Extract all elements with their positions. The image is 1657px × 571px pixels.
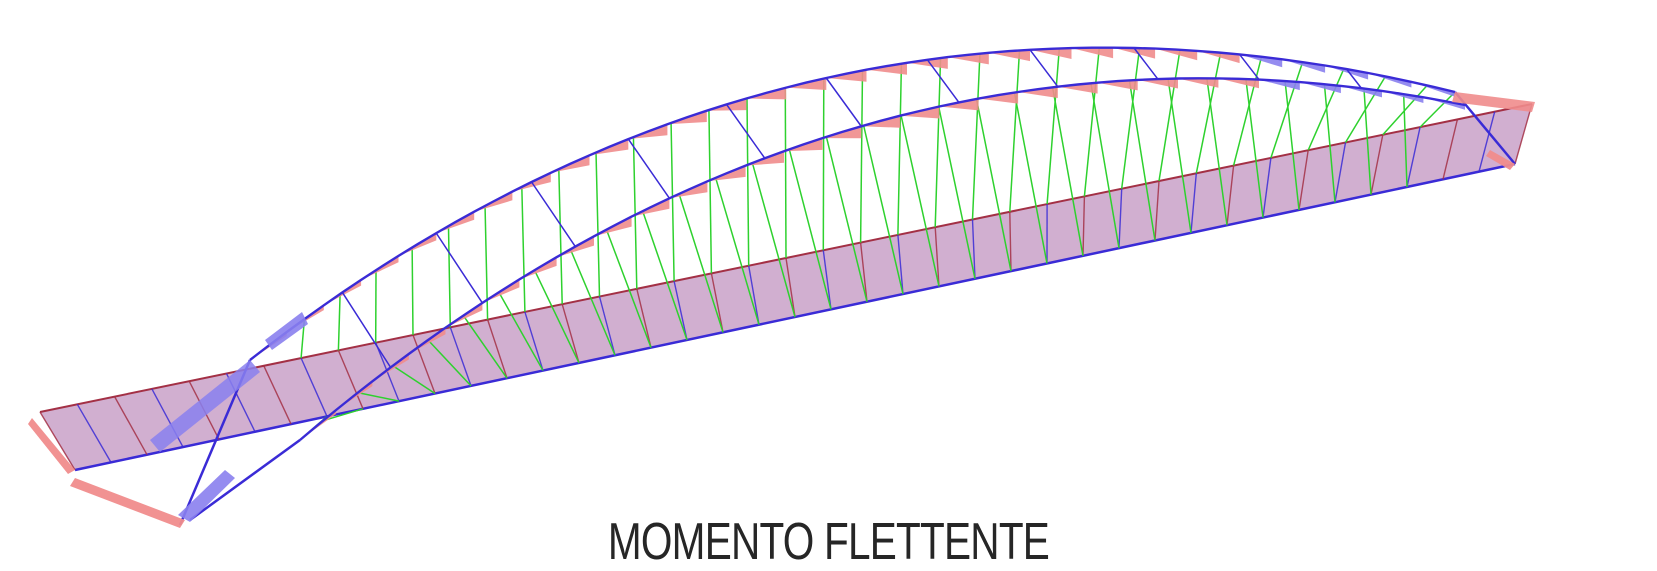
left-pier-front [190, 440, 300, 520]
hanger-back [1122, 48, 1140, 189]
hanger-back [448, 226, 450, 327]
hanger-back [485, 206, 488, 320]
hanger-back [633, 137, 636, 289]
hanger-back [785, 88, 786, 258]
hanger-back [861, 70, 863, 242]
hanger-back [935, 58, 940, 227]
hanger-back [559, 169, 562, 304]
left-end-moment [70, 478, 185, 528]
arch-moment-segment [1178, 78, 1218, 87]
hanger-back [1010, 50, 1020, 211]
arch-brace [532, 182, 576, 247]
hanger-back [671, 123, 674, 281]
arch-brace [1030, 50, 1058, 87]
hanger-back [898, 64, 902, 235]
hanger-back [1047, 48, 1059, 204]
hanger-back [709, 110, 711, 273]
arch-brace [826, 78, 861, 126]
hanger-back [412, 247, 413, 335]
hanger-back [1271, 62, 1303, 158]
arch-brace [727, 104, 765, 158]
hanger-back [973, 54, 980, 220]
hanger-back [747, 98, 749, 265]
arch-moment-segment [1072, 48, 1114, 59]
diagram-caption: MOMENTO FLETTENTE [182, 516, 1474, 568]
hanger-back [596, 152, 599, 296]
hanger-back [1234, 57, 1262, 166]
hanger-back [338, 294, 340, 350]
arch-brace [436, 233, 482, 303]
left-pier-moment [178, 470, 235, 522]
hanger-back [1159, 50, 1180, 181]
hanger-back [522, 187, 525, 312]
